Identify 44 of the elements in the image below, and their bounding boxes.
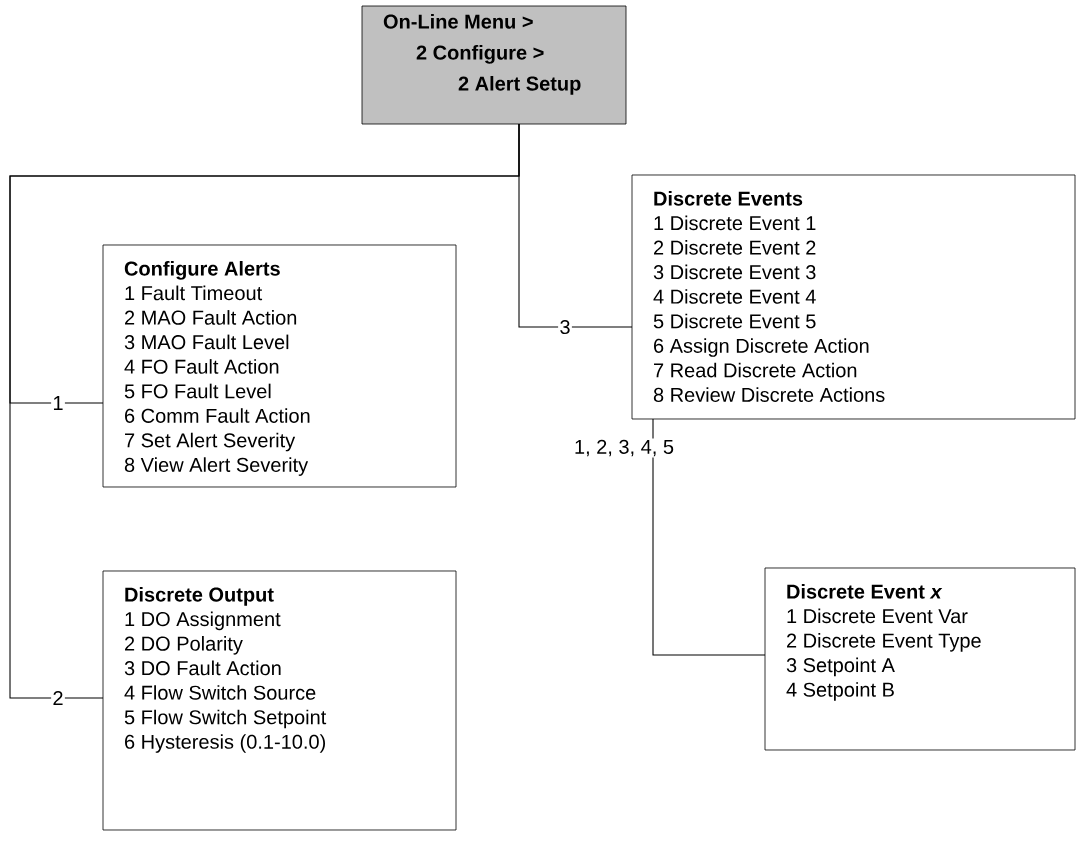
menu-heading: Discrete Event x [787,584,943,599]
menu-path-text: 2 Configure > [416,45,544,64]
connector-line [518,123,633,328]
edge-label: 2 [51,689,65,707]
menu-heading: Discrete Output [125,587,274,606]
menu-item: 3 Discrete Event 3 [653,264,816,280]
menu-item: 5 Flow Switch Setpoint [124,709,327,729]
menu-box [102,244,457,488]
menu-item: 4 Discrete Event 4 [653,289,816,304]
menu-item: 3 DO Fault Action [124,660,281,676]
menu-item: 2 DO Polarity [125,636,243,655]
menu-path-text: 2 Alert Setup [458,76,581,95]
menu-item: 3 Setpoint A [786,657,895,677]
edge-label: 1, 2, 3, 4, 5 [572,438,676,458]
menu-item: 4 FO Fault Action [124,359,279,374]
menu-item: 6 Hysteresis (0.1-10.0) [125,734,325,753]
menu-item: 1 Fault Timeout [125,285,263,301]
menu-item: 7 Read Discrete Action [654,362,857,378]
menu-item: 8 Review Discrete Actions [653,387,885,402]
menu-title-box [361,5,627,125]
menu-box [631,174,1076,420]
menu-item: 2 Discrete Event 2 [654,240,816,255]
menu-item: 1 DO Assignment [125,611,281,631]
menu-path-text: On-Line Menu > [383,14,533,29]
menu-item: 5 Discrete Event 5 [653,313,816,329]
edge-label: 3 [558,318,572,336]
menu-item: 5 FO Fault Level [124,383,271,399]
menu-item: 2 Discrete Event Type [787,633,981,652]
menu-box [102,570,457,831]
menu-item: 6 Assign Discrete Action [654,338,869,357]
menu-box [764,567,1076,751]
edge-label: 1 [51,394,65,412]
menu-item: 3 MAO Fault Level [124,334,289,350]
menu-heading: Configure Alerts [124,261,280,280]
menu-item: 2 MAO Fault Action [125,310,297,325]
menu-item: 1 Discrete Event 1 [654,215,816,231]
menu-item: 7 Set Alert Severity [125,432,296,452]
menu-heading: Discrete Events [654,191,803,206]
menu-item: 4 Flow Switch Source [124,685,316,700]
menu-item: 4 Setpoint B [786,682,894,701]
connector-line [652,418,766,656]
menu-item: 8 View Alert Severity [124,457,309,476]
menu-item: 6 Comm Fault Action [125,408,310,423]
menu-item: 1 Discrete Event Var [787,608,968,624]
